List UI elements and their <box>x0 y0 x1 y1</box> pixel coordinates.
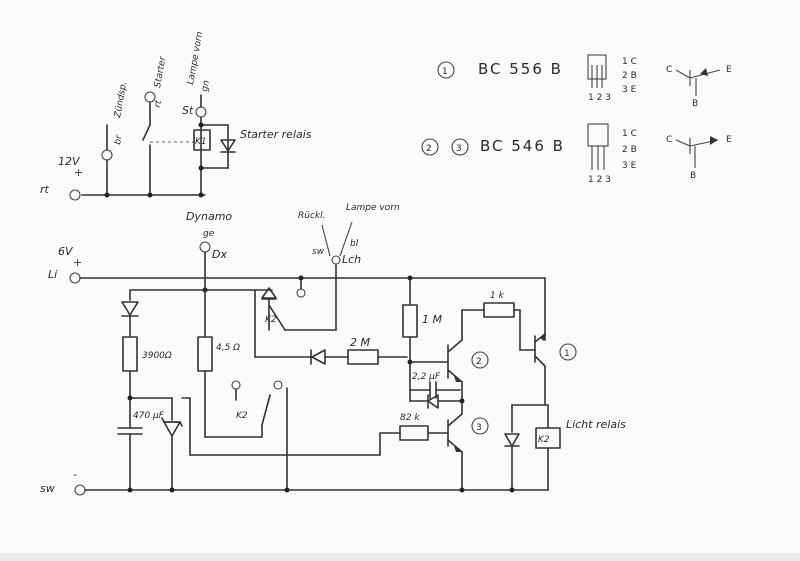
label-li: Li <box>48 268 57 281</box>
label-dx: Dx <box>212 248 227 261</box>
label-rt: rt <box>40 183 50 196</box>
label-lampe-vorn: Lampe vorn <box>346 203 400 213</box>
resistor-1m <box>402 304 418 338</box>
label-6v-plus: + <box>73 256 82 269</box>
label-12v: 12V <box>58 155 81 168</box>
label-sw: sw <box>312 247 325 257</box>
k2-flyback-diode <box>504 433 520 447</box>
label-12v-plus: + <box>74 166 83 179</box>
legend-t1-type: BC 556 B <box>478 60 563 78</box>
label-r1k: 1 k <box>490 291 505 301</box>
legend-t2-c: C <box>666 135 672 145</box>
transistor-legend: 1 BC 556 B 1 2 3 1 C 2 B 3 E C E B 2 3 B… <box>421 54 732 185</box>
resistor-4-5 <box>197 336 213 372</box>
label-st: St <box>182 104 194 117</box>
label-c22: 2,2 µF <box>412 372 441 382</box>
label-6v: 6V <box>58 245 74 258</box>
label-minus: - <box>73 468 77 481</box>
main-circuit: Li 6V + sw - Dynamo ge Dx 3900Ω 470 µF <box>40 203 626 496</box>
resistor-2m <box>347 349 379 365</box>
input-diode <box>121 301 139 316</box>
resistor-1k <box>483 302 515 318</box>
zundsp-terminal[interactable] <box>101 149 113 161</box>
label-r1m: 1 M <box>422 313 442 326</box>
label-lch: Lch <box>342 253 361 266</box>
label-lampe-wire: gn <box>200 79 212 92</box>
lch-terminal[interactable] <box>331 255 341 265</box>
label-r2m: 2 M <box>350 336 370 349</box>
legend-t3-num: 3 <box>456 144 462 154</box>
legend-t23-type: BC 546 B <box>480 137 565 155</box>
label-r3900: 3900Ω <box>142 351 172 361</box>
zener-diode <box>163 421 181 437</box>
legend-t1-pin1: 1 C <box>622 57 637 67</box>
dynamo-terminal[interactable] <box>199 241 211 253</box>
k1-relay-coil <box>193 129 211 151</box>
label-dynamo-wire: ge <box>203 229 215 239</box>
label-r45: 4,5 Ω <box>216 343 240 353</box>
k2-switch-top <box>268 304 286 331</box>
k2-switch-blade <box>261 394 271 426</box>
label-c470: 470 µF <box>133 411 165 421</box>
k2-contact-a <box>231 380 241 390</box>
legend-t23-pin3: 3 E <box>622 161 637 171</box>
resistor-3900 <box>122 336 138 372</box>
label-zundsp-wire: br <box>113 133 125 145</box>
legend-t1-pinnums: 1 2 3 <box>588 93 611 103</box>
label-zundsp: Zündsp. <box>113 81 129 120</box>
legend-t1-pin3: 3 E <box>622 85 637 95</box>
label-k2b: K2 <box>236 411 248 421</box>
legend-t2-e: E <box>726 135 732 145</box>
label-starter-wire: rt <box>153 99 164 108</box>
label-licht-relais: Licht relais <box>566 418 626 431</box>
legend-t23-pin1: 1 C <box>622 129 637 139</box>
legend-t1-b: B <box>692 99 698 109</box>
label-t2: 2 <box>476 357 482 367</box>
label-k2-relay: K2 <box>538 435 550 445</box>
feedback-diode <box>311 349 326 365</box>
legend-t1-num: 1 <box>442 67 448 77</box>
label-k2: K2 <box>265 315 277 325</box>
label-t1: 1 <box>564 349 570 359</box>
label-r82k: 82 k <box>400 413 420 423</box>
paper-edge <box>0 553 800 561</box>
label-t3: 3 <box>476 423 482 433</box>
legend-t23-pin2: 2 B <box>622 145 637 155</box>
legend-t1-c: C <box>666 65 672 75</box>
label-starter-relais: Starter relais <box>240 128 312 141</box>
label-lampe-top: Lampe vorn <box>186 31 205 86</box>
label-starter: Starter <box>153 55 168 89</box>
label-ruck: Rückl. <box>298 211 325 221</box>
legend-t1-e: E <box>726 65 732 75</box>
k1-diode <box>220 139 236 152</box>
label-bl: bl <box>350 239 359 249</box>
st-terminal[interactable] <box>195 106 207 118</box>
legend-t2-num: 2 <box>426 144 432 154</box>
resistor-82k <box>399 425 429 441</box>
legend-t1-pin2: 2 B <box>622 71 637 81</box>
legend-t23-pinnums: 1 2 3 <box>588 175 611 185</box>
starter-section: rt 12V + Zündsp. br Starter rt St Lampe … <box>40 31 312 201</box>
label-sw-ground: sw <box>40 482 55 495</box>
label-k1: K1 <box>195 137 207 147</box>
starter-switch <box>142 124 151 141</box>
label-dynamo: Dynamo <box>186 210 232 223</box>
legend-t2-b: B <box>690 171 696 181</box>
